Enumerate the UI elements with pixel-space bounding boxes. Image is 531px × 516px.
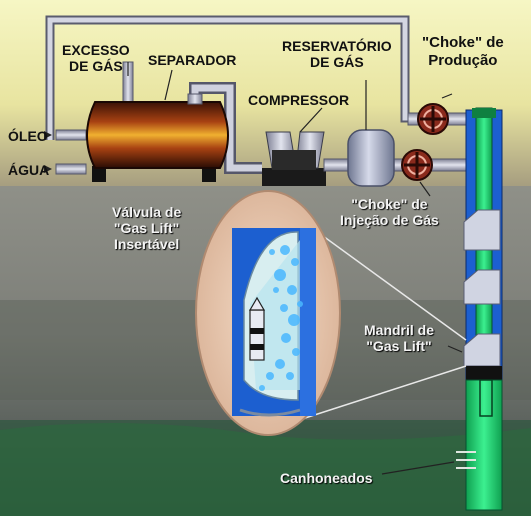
separator-tank: [86, 93, 229, 182]
gas-lift-mandrel-line2: "Gas Lift": [366, 338, 432, 354]
reservoir-texture: [0, 422, 531, 516]
oil-outlet-pipe: [55, 129, 87, 141]
production-choke-label: "Choke" de Produção: [422, 34, 504, 70]
production-choke-valve: [417, 103, 449, 135]
insertable-valve-line1: Válvula de: [112, 204, 182, 220]
mandrel-upper: [463, 209, 501, 251]
lower-tubing: [465, 379, 503, 511]
gas-lift-mandrel-label: Mandril de "Gas Lift": [364, 322, 434, 354]
gas-reservoir-label: RESERVATÓRIO DE GÁS: [282, 38, 392, 70]
insertable-valve-line3: Insertável: [113, 236, 180, 252]
sky-background: [0, 0, 531, 190]
insertable-valve-label: Válvula de "Gas Lift" Insertável: [112, 204, 181, 252]
insertable-valve-line2: "Gas Lift": [113, 220, 180, 236]
perforations-label: Canhoneados: [280, 470, 373, 486]
oil-label: ÓLEO: [8, 128, 48, 144]
injection-choke-line2: Injeção de Gás: [340, 212, 439, 228]
mandrel-lower: [463, 333, 501, 367]
injection-choke-label: "Choke" de Injeção de Gás: [340, 196, 439, 228]
gas-reservoir-line2: DE GÁS: [310, 54, 364, 70]
perforations: [456, 451, 476, 469]
mandrel-middle: [463, 269, 501, 305]
packer: [466, 366, 502, 380]
gas-lift-mandrel-line1: Mandril de: [364, 322, 435, 338]
injection-choke-valve: [401, 149, 433, 181]
separator-label: SEPARADOR: [148, 52, 237, 68]
label-leaders: [127, 62, 463, 475]
compressor-label: COMPRESSOR: [248, 92, 350, 108]
arrow-heads: [44, 131, 52, 173]
water-outlet-pipe: [55, 163, 87, 175]
gas-reservoir-line1: RESERVATÓRIO: [282, 38, 392, 54]
gas-excess-line1: EXCESSO: [62, 42, 130, 58]
gas-reservoir-vessel: [347, 129, 395, 187]
injection-choke-line1: "Choke" de: [351, 196, 428, 212]
gas-excess-line2: DE GÁS: [69, 58, 123, 74]
gas-excess-label: EXCESSO DE GÁS: [62, 42, 130, 74]
compressor-unit: [262, 131, 326, 186]
wellhead: [472, 108, 496, 118]
water-label: ÁGUA: [8, 162, 50, 178]
production-choke-line1: "Choke" de: [422, 34, 504, 51]
valve-detail-inset: [195, 190, 341, 436]
production-choke-line2: Produção: [428, 52, 498, 69]
